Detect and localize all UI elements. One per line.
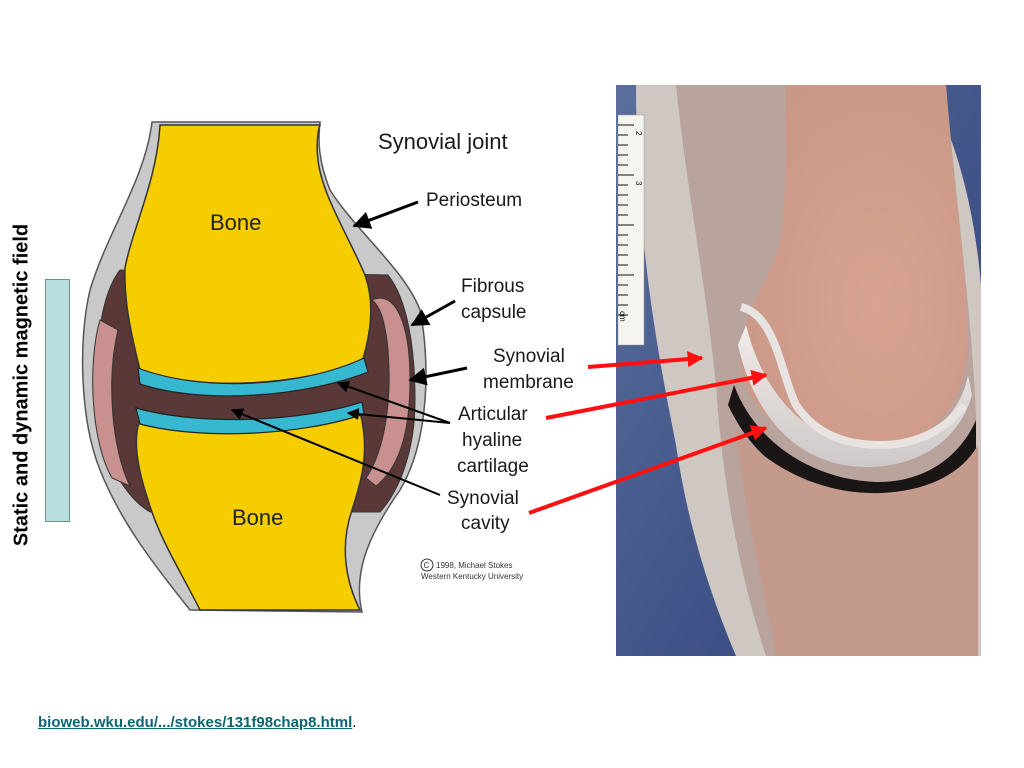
synovial-membrane-right (365, 297, 411, 487)
joint-photo-drawing: 2 3 cm (616, 85, 981, 656)
magnetic-field-bar (45, 279, 70, 522)
ruler-unit: cm (618, 311, 627, 322)
synovial-cavity-label-2: cavity (461, 513, 510, 534)
source-link[interactable]: bioweb.wku.edu/.../stokes/131f98chap8.ht… (38, 714, 353, 731)
bone-top (124, 124, 372, 385)
articular-label-3: cartilage (457, 456, 529, 477)
bone-top-label: Bone (210, 210, 261, 235)
synovial-cavity-label-1: Synovial (447, 488, 519, 509)
diagram-title: Synovial joint (378, 129, 508, 154)
ruler-label-3: 3 (634, 181, 643, 186)
copyright-symbol: C (424, 561, 430, 570)
joint-photo: 2 3 cm (616, 85, 981, 656)
ruler-label-2: 2 (634, 131, 643, 136)
synovial-membrane-label-1: Synovial (493, 346, 565, 367)
synovial-membrane-arrow (408, 366, 468, 386)
fibrous-capsule-label-2: capsule (461, 302, 527, 323)
cartilage-arrow-top (336, 380, 451, 424)
copyright-icon (420, 558, 434, 572)
source-suffix: . (352, 714, 357, 731)
synovial-cavity-arrow (230, 408, 441, 496)
periosteum-arrow (352, 200, 419, 229)
fibrous-capsule-arrow (410, 299, 456, 327)
periosteum-label: Periosteum (426, 190, 522, 211)
source-citation: bioweb.wku.edu/.../stokes/131f98chap8.ht… (38, 714, 356, 731)
copyright-line-2: Western Kentucky University (421, 572, 523, 581)
articular-label-1: Articular (458, 404, 528, 425)
synovial-membrane-label-2: membrane (483, 372, 574, 393)
cartilage-top (137, 357, 369, 397)
copyright-line-1: 1998, Michael Stokes (436, 561, 513, 570)
fibrous-capsule-label-1: Fibrous (461, 276, 524, 297)
cartilage-arrow-bottom (346, 408, 451, 424)
bone-bottom-label: Bone (232, 505, 283, 530)
articular-label-2: hyaline (462, 430, 522, 451)
synovial-membrane-left (92, 319, 132, 488)
